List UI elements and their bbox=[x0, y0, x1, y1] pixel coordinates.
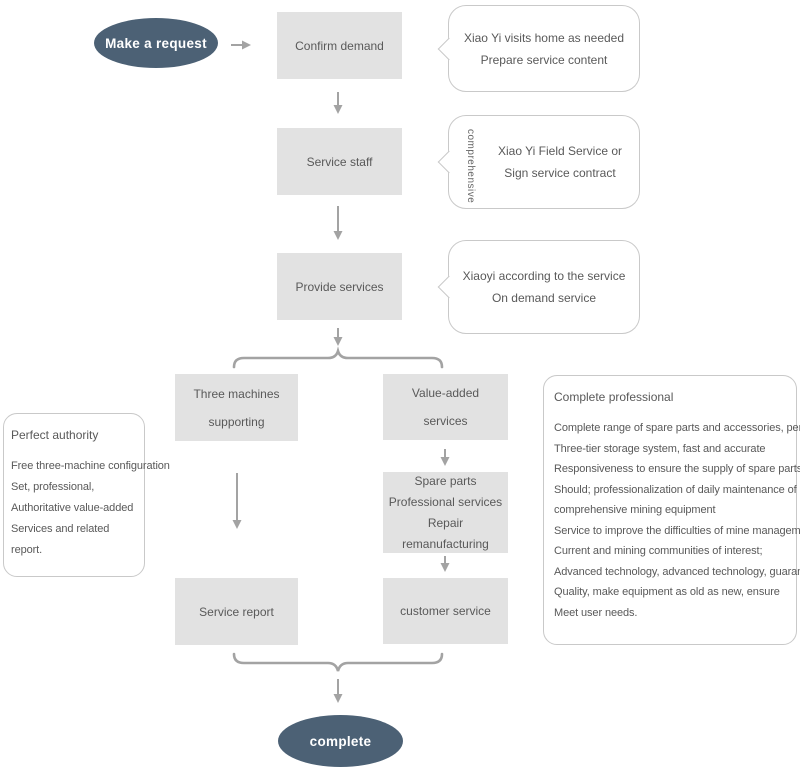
node-label: Service staff bbox=[306, 154, 373, 169]
start-terminal: Make a request bbox=[94, 18, 218, 68]
callout-service-staff: comprehensive Xiao Yi Field Service or S… bbox=[437, 115, 640, 209]
info-line: Services and related bbox=[11, 523, 110, 535]
info-line: Free three-machine configuration bbox=[11, 460, 170, 472]
node-label: Confirm demand bbox=[295, 38, 384, 53]
callout-text: Xiao Yi Field Service or Sign service co… bbox=[466, 140, 622, 184]
info-title: Complete professional bbox=[554, 390, 674, 404]
node-label: Three machines bbox=[193, 386, 280, 401]
info-title: Perfect authority bbox=[11, 428, 99, 442]
node-label: Service report bbox=[199, 604, 274, 619]
node-label: Value-added bbox=[411, 386, 480, 400]
info-line: Current and mining communities of intere… bbox=[554, 545, 763, 557]
callout-vertical-label: comprehensive bbox=[465, 129, 476, 204]
info-line: Three-tier storage system, fast and accu… bbox=[554, 442, 766, 455]
node-label: supporting bbox=[208, 414, 265, 429]
callout-provide-services: Xiaoyi according to the service On deman… bbox=[437, 240, 640, 334]
callout-line: Sign service contract bbox=[504, 166, 616, 180]
callout-line: Prepare service content bbox=[480, 52, 608, 67]
node-service-report: Service report bbox=[175, 578, 298, 645]
info-line: Responsiveness to ensure the supply of s… bbox=[554, 463, 800, 475]
callout-text: Xiaoyi according to the service On deman… bbox=[463, 265, 626, 309]
info-line: Quality, make equipment as old as new, e… bbox=[554, 586, 780, 598]
callout-text: Xiao Yi visits home as needed Prepare se… bbox=[464, 27, 624, 71]
node-confirm-demand: Confirm demand bbox=[277, 12, 402, 79]
callout-line: On demand service bbox=[491, 291, 597, 305]
start-terminal-label: Make a request bbox=[105, 35, 207, 51]
info-line: report. bbox=[11, 544, 43, 556]
node-provide-services: Provide services bbox=[277, 253, 402, 320]
callout-line: Xiaoyi according to the service bbox=[462, 269, 626, 283]
callout-line: Xiao Yi visits home as needed bbox=[463, 30, 625, 45]
end-terminal-label: complete bbox=[309, 733, 372, 749]
node-label: Spare parts bbox=[414, 473, 477, 488]
callout-line: Xiao Yi Field Service or bbox=[497, 144, 623, 158]
info-line: Advanced technology, advanced technology… bbox=[554, 565, 800, 578]
info-line: Authoritative value-added bbox=[11, 502, 134, 514]
node-three-machines-supporting: Three machines supporting bbox=[175, 374, 298, 441]
info-line: Complete range of spare parts and access… bbox=[554, 422, 800, 434]
end-terminal: complete bbox=[278, 715, 403, 767]
callout-confirm-demand: Xiao Yi visits home as needed Prepare se… bbox=[437, 5, 640, 92]
info-line: comprehensive mining equipment bbox=[554, 504, 716, 516]
node-label: Repair remanufacturing bbox=[402, 515, 489, 551]
node-label: customer service bbox=[400, 604, 491, 618]
node-label: services bbox=[423, 414, 468, 428]
info-line: Meet user needs. bbox=[554, 606, 638, 619]
split-brace bbox=[232, 346, 444, 369]
node-service-staff: Service staff bbox=[277, 128, 402, 195]
node-value-added-services: Value-added services bbox=[383, 374, 508, 440]
node-spare-parts-services: Spare parts Professional services Repair… bbox=[383, 472, 508, 553]
info-box-perfect-authority: Perfect authority Free three-machine con… bbox=[3, 413, 170, 577]
node-customer-service: customer service bbox=[383, 578, 508, 644]
node-label: Provide services bbox=[295, 279, 384, 294]
info-box-complete-professional: Complete professional Complete range of … bbox=[543, 375, 800, 645]
info-line: Should; professionalization of daily mai… bbox=[554, 483, 797, 496]
info-line: Service to improve the difficulties of m… bbox=[554, 524, 800, 537]
node-label: Professional services bbox=[388, 494, 503, 509]
info-line: Set, professional, bbox=[11, 481, 95, 493]
merge-brace bbox=[232, 652, 444, 672]
